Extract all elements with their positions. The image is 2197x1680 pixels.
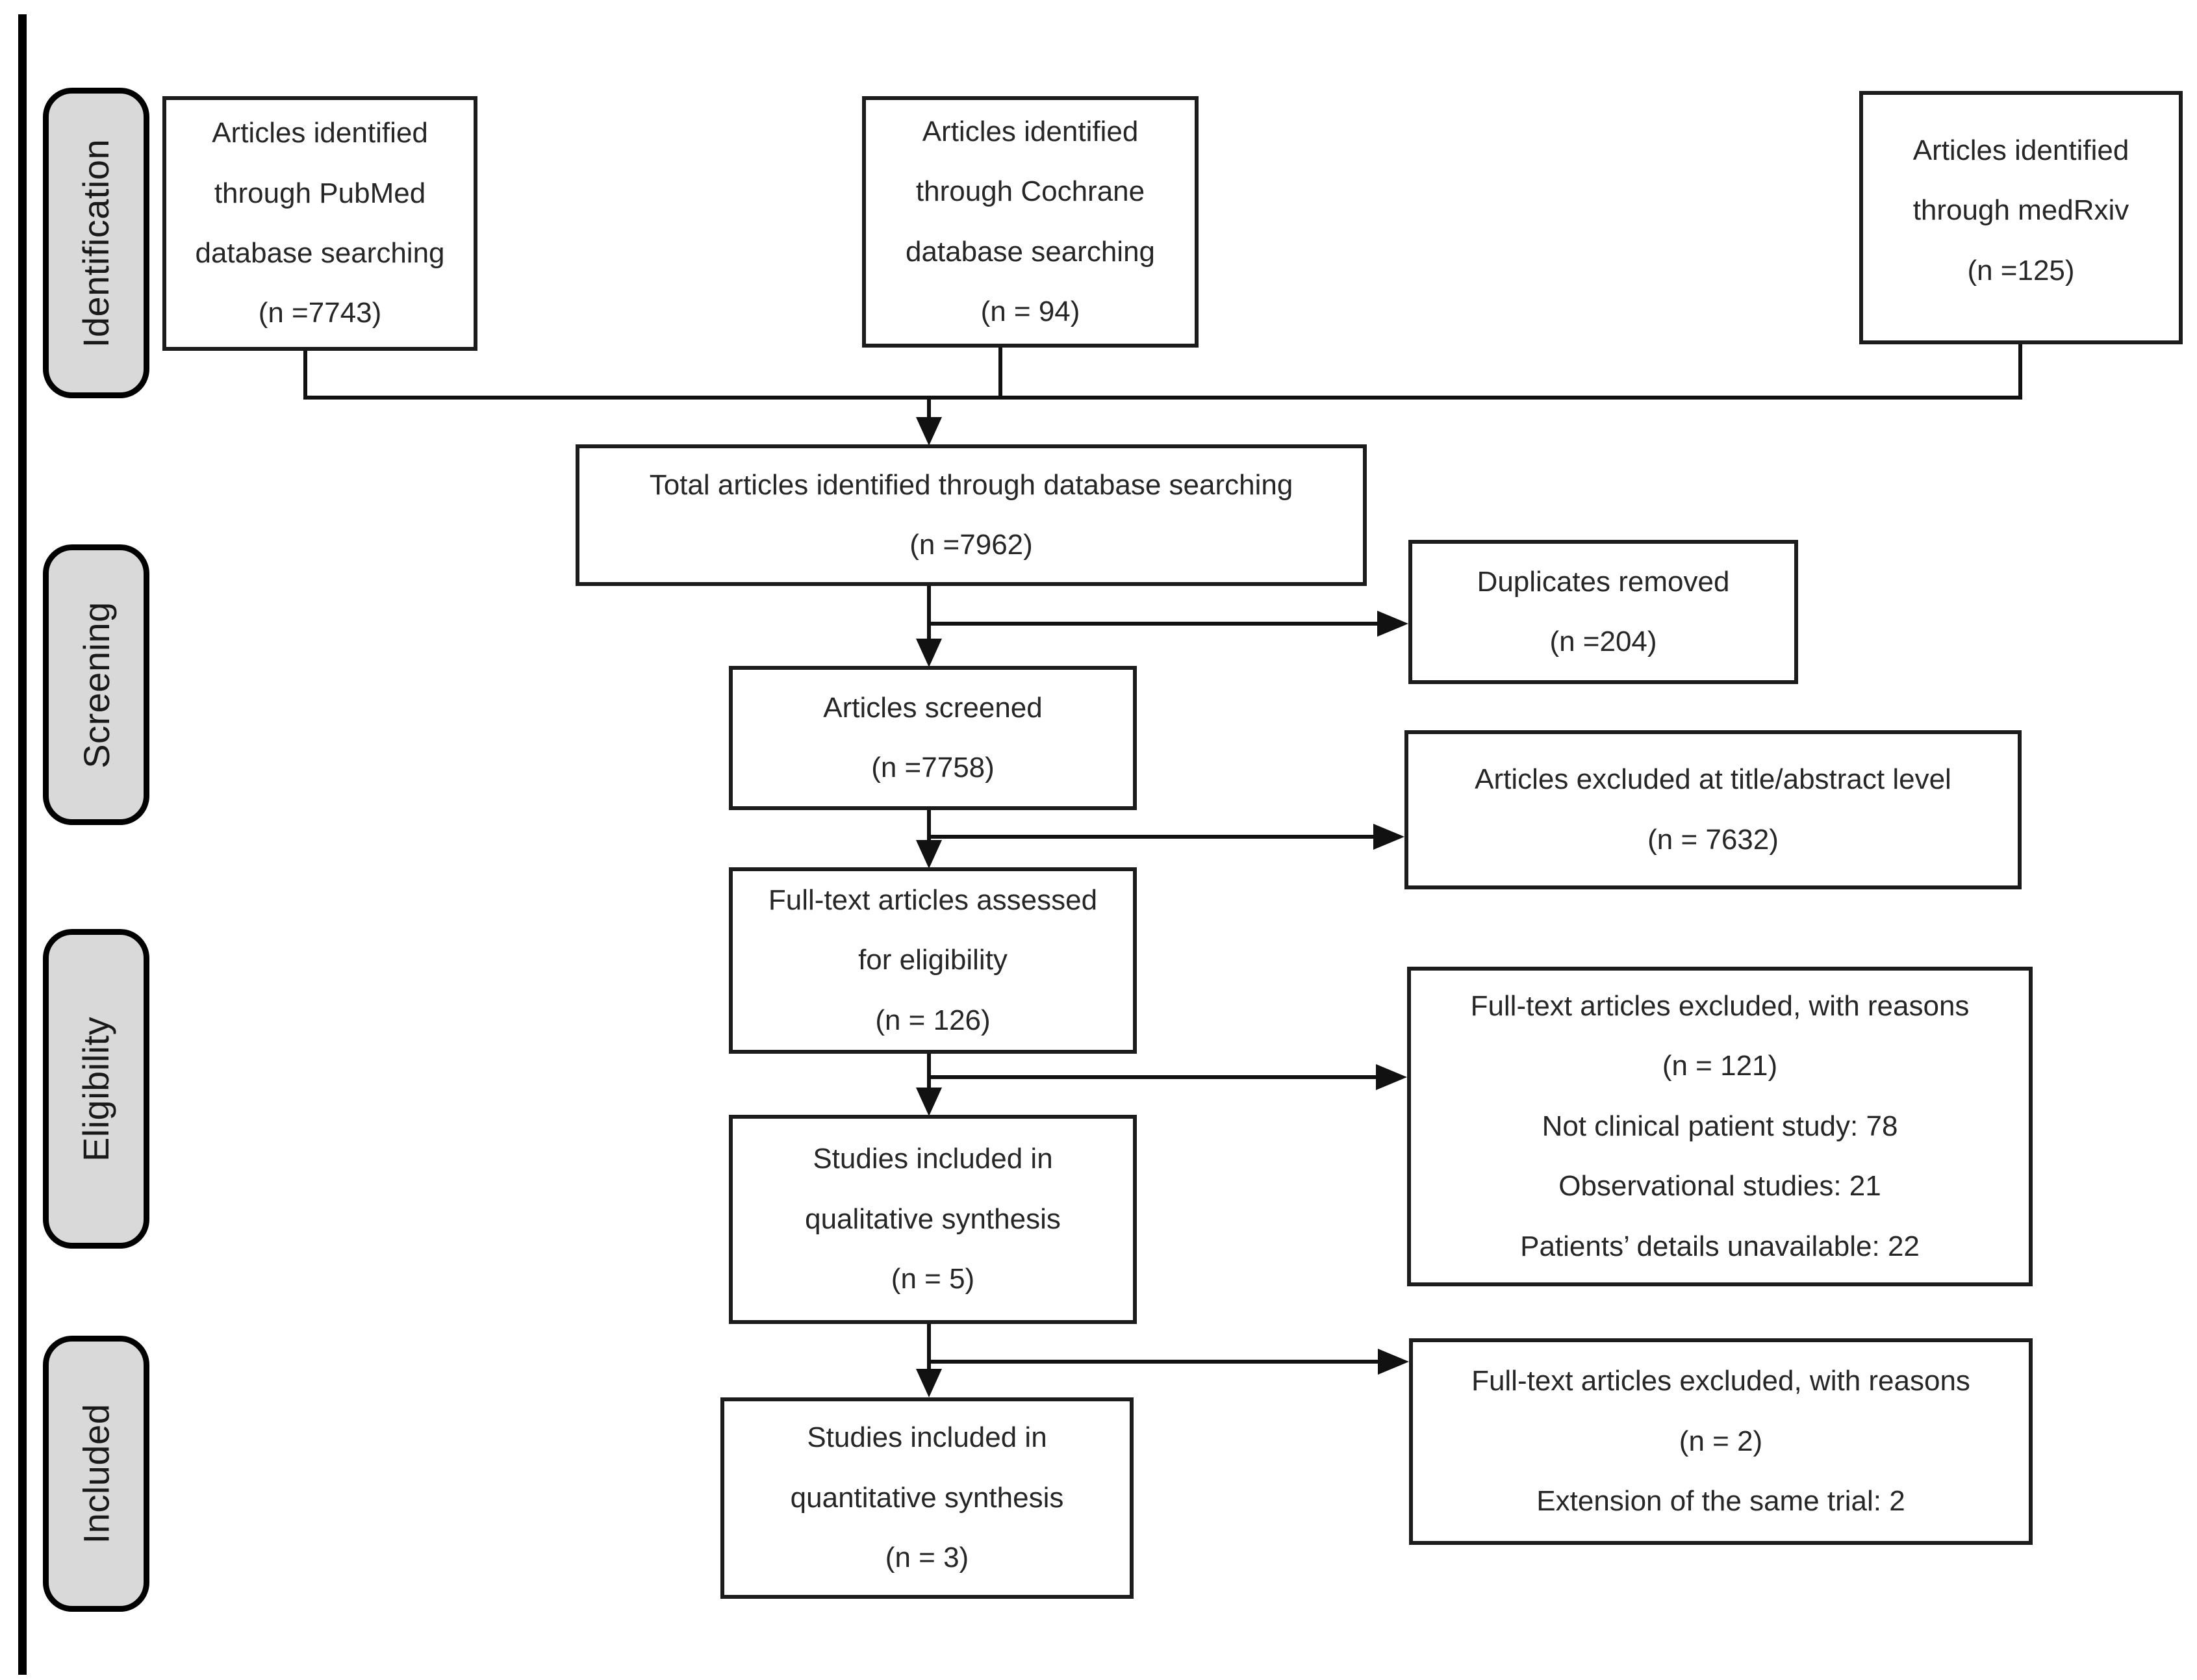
connector-pubmed-stub	[303, 351, 307, 400]
box-duplicates-removed: Duplicates removed (n =204)	[1408, 540, 1798, 684]
box-line: Full-text articles excluded, with reason…	[1471, 1365, 1970, 1397]
stage-label-text: Included	[75, 1403, 117, 1544]
connector-screened-to-fulltext	[927, 810, 931, 841]
box-line: Duplicates removed	[1477, 565, 1730, 598]
box-line: Observational studies: 21	[1558, 1170, 1881, 1203]
box-line: (n = 94)	[980, 295, 1080, 327]
arrowhead-down-screened-icon	[916, 639, 942, 667]
arrowhead-right-excluded2-icon	[1378, 1349, 1409, 1375]
box-line: through PubMed	[214, 177, 426, 209]
box-line: database searching	[195, 237, 445, 269]
box-line: (n =7962)	[909, 529, 1033, 561]
stage-label-text: Identification	[75, 138, 117, 348]
box-quantitative-synthesis: Studies included in quantitative synthesi…	[720, 1397, 1134, 1599]
box-line: (n = 126)	[875, 1004, 991, 1036]
connector-collector-line	[303, 396, 2022, 400]
box-fulltext-excluded-extension: Full-text articles excluded, with reason…	[1409, 1338, 2033, 1545]
stage-label-included: Included	[43, 1336, 149, 1612]
arrowhead-right-title-abstract-icon	[1373, 824, 1404, 850]
box-line: (n =204)	[1549, 626, 1657, 657]
box-line: through Cochrane	[915, 175, 1145, 208]
box-fulltext-assessed: Full-text articles assessed for eligibili…	[729, 867, 1137, 1054]
box-line: Articles identified	[922, 115, 1139, 147]
box-line: Extension of the same trial: 2	[1536, 1485, 1905, 1518]
box-line: database searching	[905, 235, 1156, 268]
connector-qualitative-to-quantitative	[927, 1324, 931, 1370]
arrowhead-down-qualitative-icon	[916, 1088, 942, 1116]
box-line: (n = 2)	[1679, 1425, 1763, 1457]
connector-total-to-screened	[927, 586, 931, 641]
box-line: Total articles identified through databa…	[649, 468, 1293, 501]
box-line: Articles identified	[212, 117, 428, 149]
arrowhead-down-total-icon	[916, 417, 942, 446]
box-line: (n = 5)	[891, 1263, 975, 1295]
stage-label-text: Eligibility	[75, 1016, 117, 1162]
box-line: (n =7743)	[258, 297, 382, 329]
stage-label-screening: Screening	[43, 544, 149, 825]
box-line: Articles excluded at title/abstract leve…	[1475, 763, 1951, 796]
box-line: (n =125)	[1967, 254, 2075, 286]
box-line: Full-text articles assessed	[768, 884, 1098, 916]
stage-label-eligibility: Eligibility	[43, 929, 149, 1249]
arrowhead-right-reasons-icon	[1376, 1064, 1407, 1090]
stage-label-text: Screening	[75, 601, 117, 769]
connector-branch-reasons	[927, 1075, 1377, 1079]
box-line: Studies included in	[813, 1143, 1053, 1175]
box-line: Studies included in	[807, 1421, 1047, 1454]
connector-cochrane-stub	[998, 348, 1002, 400]
box-line: Full-text articles excluded, with reason…	[1470, 990, 1970, 1023]
box-total-identified: Total articles identified through databa…	[576, 444, 1367, 586]
box-line: quantitative synthesis	[790, 1481, 1064, 1514]
box-line: Articles identified	[1912, 134, 2129, 166]
box-identified-pubmed: Articles identified through PubMed databas…	[162, 96, 477, 351]
box-line: (n =7758)	[871, 752, 995, 783]
box-line: qualitative synthesis	[805, 1203, 1061, 1235]
box-line: Not clinical patient study: 78	[1542, 1110, 1898, 1142]
box-line: (n = 121)	[1662, 1050, 1778, 1082]
box-line: Articles screened	[823, 691, 1043, 724]
arrowhead-right-duplicates-icon	[1377, 611, 1408, 637]
box-line: Patients’ details unavailable: 22	[1520, 1230, 1920, 1262]
box-identified-cochrane: Articles identified through Cochrane datab…	[862, 96, 1199, 348]
box-line: for eligibility	[858, 944, 1008, 976]
box-fulltext-excluded-reasons: Full-text articles excluded, with reason…	[1407, 967, 2033, 1286]
box-line: through medRxiv	[1912, 194, 2129, 227]
connector-branch-title-abstract	[927, 835, 1375, 839]
connector-collector-to-total	[927, 396, 931, 420]
connector-medrxiv-stub	[2018, 344, 2022, 400]
connector-branch-excluded2	[927, 1360, 1379, 1364]
connector-branch-duplicates	[927, 622, 1378, 626]
connector-fulltext-to-qualitative	[927, 1054, 931, 1089]
box-identified-medrxiv: Articles identified through medRxiv (n =12…	[1859, 91, 2183, 344]
stage-label-identification: Identification	[43, 88, 149, 398]
arrowhead-down-quantitative-icon	[916, 1369, 942, 1397]
arrowhead-down-fulltext-icon	[916, 840, 942, 869]
box-line: (n = 3)	[885, 1542, 969, 1574]
box-articles-screened: Articles screened (n =7758)	[729, 666, 1137, 810]
box-line: (n = 7632)	[1647, 823, 1779, 856]
left-border-rule	[18, 14, 27, 1675]
box-excluded-title-abstract: Articles excluded at title/abstract leve…	[1404, 730, 2022, 889]
box-qualitative-synthesis: Studies included in qualitative synthesis…	[729, 1115, 1137, 1324]
